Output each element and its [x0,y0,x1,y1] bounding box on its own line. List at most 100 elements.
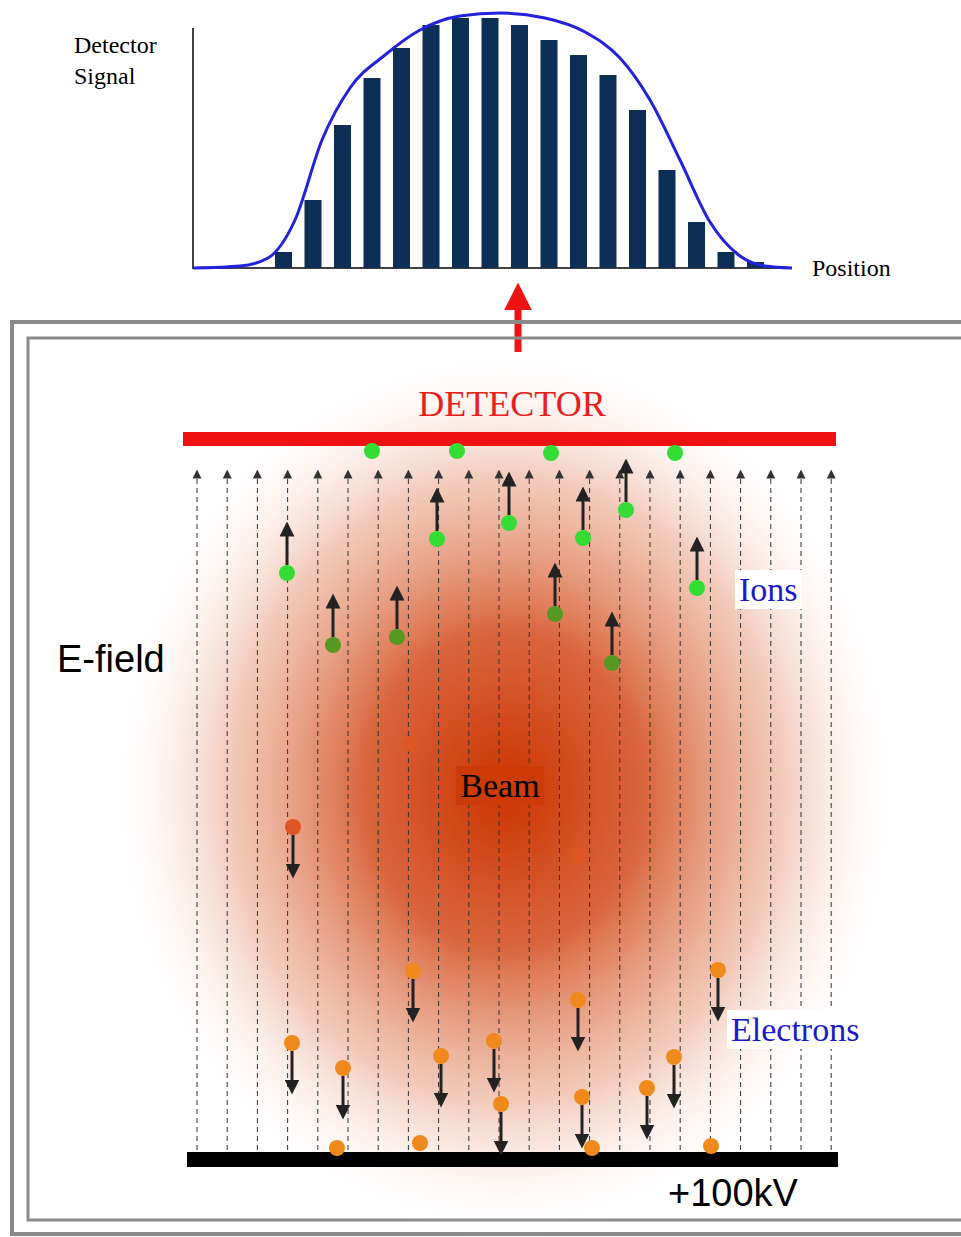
ion-arrow [332,601,335,637]
ion-dot [543,445,559,461]
ion-arrow [508,479,511,515]
beam-label: Beam [456,766,543,805]
electron-arrow [342,1076,345,1112]
voltage-label: +100kV [668,1172,798,1216]
detector-label: DETECTOR [418,384,605,425]
ion-arrow [625,466,628,502]
ion-arrow [554,570,557,606]
ion-dot [547,606,563,622]
ion-dot [449,443,465,459]
electron-arrow [581,1105,584,1141]
particles [279,443,726,1156]
signal-bar [275,252,292,268]
electron-arrow [292,835,295,871]
electron-dot [570,992,586,1008]
electron-dot [335,1060,351,1076]
electron-dot [412,1135,428,1151]
axis-title: Position [812,255,891,283]
signal-bar [541,40,558,268]
ion-dot [501,515,517,531]
ion-dot [689,580,705,596]
signal-bar [659,170,676,268]
electron-dot [639,1080,655,1096]
ion-dot [364,443,380,459]
electron-dot [710,962,726,978]
electron-dot [666,1049,682,1065]
electron-arrow [440,1064,443,1100]
electron-arrow [646,1096,649,1132]
ion-dot [279,565,295,581]
electron-dot [433,1048,449,1064]
electron-dot [285,819,301,835]
electron-arrow [493,1049,496,1085]
signal-bar [688,222,705,268]
field-line [257,474,258,1150]
ion-arrow [582,494,585,530]
ion-arrow [696,544,699,580]
field-line [317,474,318,1150]
ion-dot [325,637,341,653]
beam-cloud [105,340,905,1237]
ion-dot [429,531,445,547]
ion-arrow [286,529,289,565]
field-line [589,474,590,1150]
ion-arrow [396,593,399,629]
hv-electrode [187,1152,838,1167]
profile-curve [193,13,792,268]
axis-title: Detector Signal [74,30,189,92]
electron-dot [486,1033,502,1049]
field-line [650,474,651,1150]
electron-dot [574,1089,590,1105]
field-line [529,474,530,1150]
signal-bar [629,110,646,268]
ion-dot [618,502,634,518]
y-axis [192,28,194,269]
electron-dot [493,1096,509,1112]
electron-dot [703,1138,719,1154]
ion-arrow [611,619,614,655]
particle-label: Electrons [727,1010,863,1049]
field-line [559,474,560,1150]
electron-arrow [291,1051,294,1087]
signal-bar [452,18,469,268]
field-line [619,474,620,1150]
electron-dot [584,1140,600,1156]
field-line [680,474,681,1150]
signal-bar [511,25,528,268]
electron-dot [403,736,419,752]
ion-dot [604,655,620,671]
electron-dot [405,963,421,979]
ion-dot [389,629,405,645]
field-line [499,474,500,1150]
field-line [710,474,711,1150]
field-line [408,474,409,1150]
signal-bar [570,55,587,268]
electron-arrow [500,1112,503,1148]
ion-dot [667,445,683,461]
signal-bar [334,125,351,268]
signal-bars [275,18,764,268]
signal-bar [718,252,735,268]
particle-label: Ions [735,570,802,609]
field-label: E-field [57,638,165,682]
signal-bar [364,78,381,268]
electron-dot [284,1035,300,1051]
ion-arrow [436,495,439,531]
signal-bar [393,48,410,268]
signal-bar [482,18,499,268]
field-line [348,474,349,1150]
electron-arrow [673,1065,676,1101]
detector-bar [183,432,836,446]
field-line [227,474,228,1150]
electron-arrow [717,978,720,1014]
signal-bar [600,75,617,268]
electron-arrow [412,979,415,1015]
electron-dot [329,1140,345,1156]
field-line [378,474,379,1150]
signal-bar [305,200,322,268]
electron-arrow [577,1008,580,1044]
signal-bar [423,25,440,268]
field-line [468,474,469,1150]
